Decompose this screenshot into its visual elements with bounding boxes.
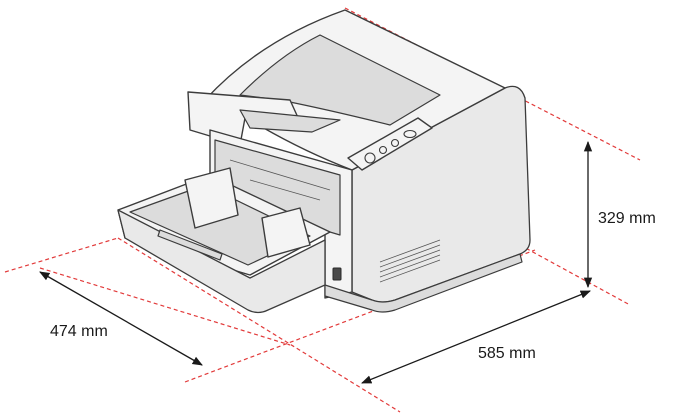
guide-left-front: [4, 237, 119, 273]
depth-label: 474 mm: [50, 323, 108, 340]
guide-top-back: [344, 7, 641, 161]
depth-arrow: [39, 271, 203, 366]
scanner-base: [324, 253, 523, 313]
width-arrow: [361, 290, 591, 384]
paper-stopper-right: [261, 207, 311, 258]
tray-handle: [157, 229, 223, 261]
mechanism-line: [229, 159, 331, 191]
side-vents: [379, 239, 441, 283]
side-port-icon: [332, 267, 342, 281]
power-button-icon: [364, 152, 376, 164]
start-button-icon: [378, 145, 388, 155]
scanner-illustration: [117, 9, 531, 314]
guide-front-base: [117, 237, 401, 413]
paper-stopper-left: [184, 167, 239, 229]
height-label: 329 mm: [598, 210, 656, 227]
paper-guide-extension: [239, 109, 341, 133]
mechanism-line: [249, 179, 321, 201]
output-tray-bed: [129, 184, 311, 266]
feed-chute: [239, 34, 441, 126]
guide-bottom-right: [519, 244, 631, 306]
stop-button-icon: [390, 138, 400, 148]
dimension-arrows: [39, 140, 593, 384]
skip-button-icon: [403, 129, 417, 139]
width-label: 585 mm: [478, 345, 536, 362]
output-tray-front: [117, 209, 326, 314]
